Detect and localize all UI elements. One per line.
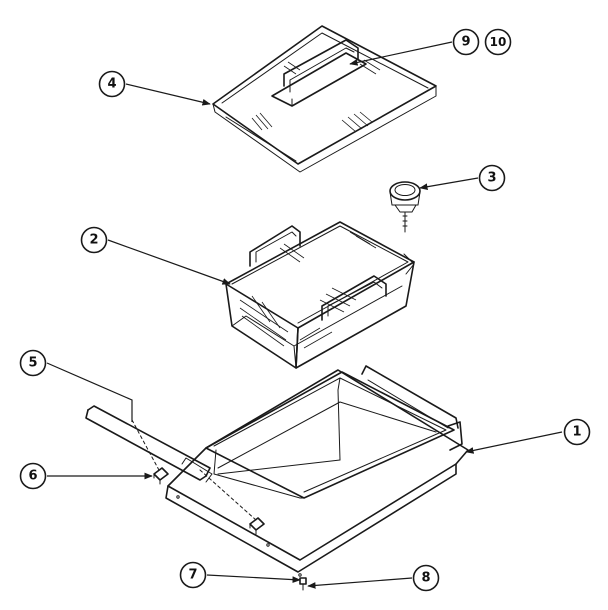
clip-right xyxy=(249,517,265,535)
temperature-control xyxy=(389,181,421,233)
frying-basket xyxy=(225,221,415,369)
lid-shading xyxy=(251,59,381,133)
callout-10: 10 xyxy=(484,28,512,56)
callout-6: 6 xyxy=(19,462,47,490)
lid-handle xyxy=(271,39,367,107)
callout-2: 2 xyxy=(80,226,108,254)
callout-1: 1 xyxy=(563,418,591,446)
svg-text:9: 9 xyxy=(461,35,470,50)
assembly-lines xyxy=(131,419,257,521)
svg-text:4: 4 xyxy=(107,77,116,92)
callout-7: 7 xyxy=(179,561,207,589)
callout-4: 4 xyxy=(98,70,126,98)
basket-mesh xyxy=(239,231,377,349)
svg-text:5: 5 xyxy=(28,356,37,371)
callout-leaders xyxy=(46,41,563,589)
svg-text:7: 7 xyxy=(188,568,197,583)
side-handle xyxy=(85,405,213,483)
svg-text:6: 6 xyxy=(28,469,37,484)
callout-9: 9 xyxy=(452,28,480,56)
svg-text:3: 3 xyxy=(487,171,496,186)
svg-text:2: 2 xyxy=(89,233,98,248)
callout-8: 8 xyxy=(412,564,440,592)
callout-5: 5 xyxy=(19,349,47,377)
cover-lid xyxy=(212,25,437,173)
callout-3: 3 xyxy=(478,164,506,192)
screw xyxy=(299,577,307,591)
svg-text:1: 1 xyxy=(572,425,581,440)
svg-text:8: 8 xyxy=(421,571,430,586)
svg-text:10: 10 xyxy=(490,35,507,49)
fryer-base xyxy=(165,365,469,577)
clip-left xyxy=(153,467,169,485)
